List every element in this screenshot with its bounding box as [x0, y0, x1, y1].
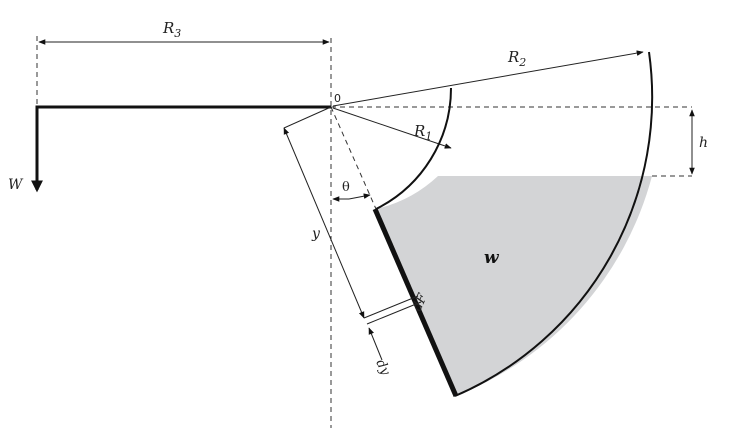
df-strip-bottom: [366, 301, 422, 325]
theta-label: θ: [342, 180, 350, 195]
h-label: h: [699, 135, 708, 151]
dy-arrow: [368, 327, 383, 361]
weight-label: W: [8, 177, 24, 193]
r1-label: R1: [413, 122, 432, 143]
r2-line: [332, 50, 644, 107]
inner-arc: [375, 87, 452, 210]
theta-arrow-right: [348, 193, 371, 200]
water-region: [376, 176, 652, 396]
dy-label: dy: [372, 357, 393, 378]
r1-line: [332, 107, 452, 149]
beam-arm: [35, 105, 331, 176]
gate-plate: [372, 208, 459, 397]
df-strip-top: [363, 295, 419, 319]
df-label: dF: [410, 291, 431, 314]
y-start-tick: [283, 106, 332, 129]
r3-label: R3: [162, 19, 181, 40]
r2-label: R2: [507, 48, 526, 69]
y-dimension: [283, 127, 365, 319]
gate-radial-line: [330, 106, 377, 210]
y-label: y: [311, 226, 321, 242]
w-label: w: [484, 248, 500, 268]
origin-label: 0: [334, 92, 341, 105]
outer-arc: [454, 51, 654, 397]
